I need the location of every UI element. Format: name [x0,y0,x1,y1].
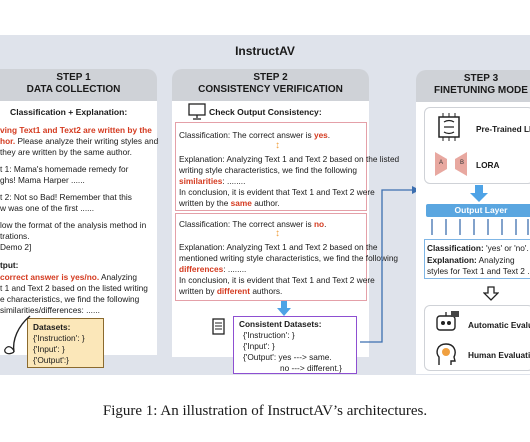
step3-header: STEP 3 FINETUNING MODE [416,70,530,102]
no-explanation: mentioned writing style characteristics,… [179,253,399,263]
down-arrow-icon [483,286,499,301]
updown-arrow-icon: ↕ [275,140,280,151]
answer-no-box [175,213,367,301]
step1-body [0,101,157,355]
down-arrow-icon [277,301,291,316]
step1-line: low the format of the analysis method in [0,220,147,230]
lora-a-label: A [439,160,444,166]
step1-line: similarities/differences: ...... [0,305,100,315]
human-head-icon [436,343,456,365]
yes-explanation: writing style characteristics, we find t… [179,165,357,175]
step1-line: e characteristics, we find the following [0,294,140,304]
consistent-datasets-box [233,316,357,374]
answer-yes-box [175,122,367,211]
step1-line: they are written by the same author. [0,147,132,157]
quill-icon [4,315,31,355]
check-consistency-title: Check Output Consistency: [209,107,322,117]
figure-title: InstructAV [235,44,295,58]
consistent-line: no ---> different.} [280,363,342,373]
yes-explanation: similarities: ........ [179,176,246,186]
yes-explanation: In conclusion, it is evident that Text 1… [179,187,375,197]
step2-title: CONSISTENCY VERIFICATION [198,84,343,95]
step3-title: FINETUNING MODE [434,85,528,96]
figure-caption: Figure 1: An illustration of InstructAV’… [102,403,428,419]
no-explanation: written by different authors. [179,286,283,296]
step1-line: w was one of the first ...... [0,203,95,213]
datasets-line: {'Instruction': } [33,333,85,343]
lora-icon [435,152,467,176]
output-explanation: styles for Text 1 and Text 2 .. [427,266,530,276]
step1-line: trations. [0,231,30,241]
step1-line: t 1: Mama's homemade remedy for [0,164,129,174]
top-margin [0,0,530,35]
datasets-line: {'Input': } [33,344,65,354]
monitor-icon [188,103,206,120]
step1-line: Demo 2] [0,242,32,252]
step1-line: correct answer is yes/no. Analyzing [0,272,137,282]
output-explanation: Explanation: Analyzing [427,255,515,265]
consistent-line: {'Instruction': } [243,330,295,340]
consistent-datasets-title: Consistent Datasets: [239,319,322,329]
datasets-note [27,318,104,368]
document-icon [212,318,225,335]
step1-subtitle: Classification + Explanation: [10,107,128,117]
step2-header: STEP 2 CONSISTENCY VERIFICATION [172,69,369,101]
consistent-line: {'Input': } [243,341,275,351]
step3-label: STEP 3 [463,73,499,84]
output-layer: Output Layer [426,204,530,217]
no-explanation: Explanation: Analyzing Text 1 and Text 2… [179,242,378,252]
no-classification: Classification: The correct answer is no… [179,219,327,229]
chip-icon [438,113,460,141]
no-explanation: In conclusion, it is evident that Text 1… [179,275,375,285]
human-evaluation-label: Human Evaluati [468,350,530,360]
down-arrow-icon [470,185,488,202]
output-classification: Classification: 'yes' or 'no'. [427,243,529,253]
step1-line: t 1 and Text 2 based on the listed writi… [0,283,148,293]
robot-icon [436,311,459,331]
consistent-line: {'Output': yes ---> same. [243,352,332,362]
automatic-evaluation-label: Automatic Evalu [468,320,530,330]
yes-explanation: written by the same author. [179,198,280,208]
step1-label: STEP 1 [56,72,91,83]
no-explanation: differences: ........ [179,264,247,274]
pretrained-llm-label: Pre-Trained LL [476,124,530,134]
datasets-line: {'Output':} [33,355,69,365]
updown-arrow-icon: ↕ [275,228,280,239]
yes-explanation: Explanation: Analyzing Text 1 and Text 2… [179,154,400,164]
step1-line: ghs! Mama Harper ...... [0,175,85,185]
output-result-box [424,239,530,279]
step1-title: DATA COLLECTION [26,84,121,95]
datasets-title: Datasets: [33,322,71,332]
step1-header: STEP 1 DATA COLLECTION [0,69,157,101]
step2-label: STEP 2 [253,72,288,83]
lora-b-label: B [460,160,465,166]
step1-line: t 2: Not so Bad! Remember that this [0,192,132,202]
step1-line: hor. Please analyze their writing styles… [0,136,159,146]
step1-line: ving Text1 and Text2 are written by the [0,125,152,135]
step1-line: tput: [0,260,19,270]
output-arrows [431,219,529,235]
yes-classification: Classification: The correct answer is ye… [179,130,331,140]
lora-label: LORA [476,160,500,170]
